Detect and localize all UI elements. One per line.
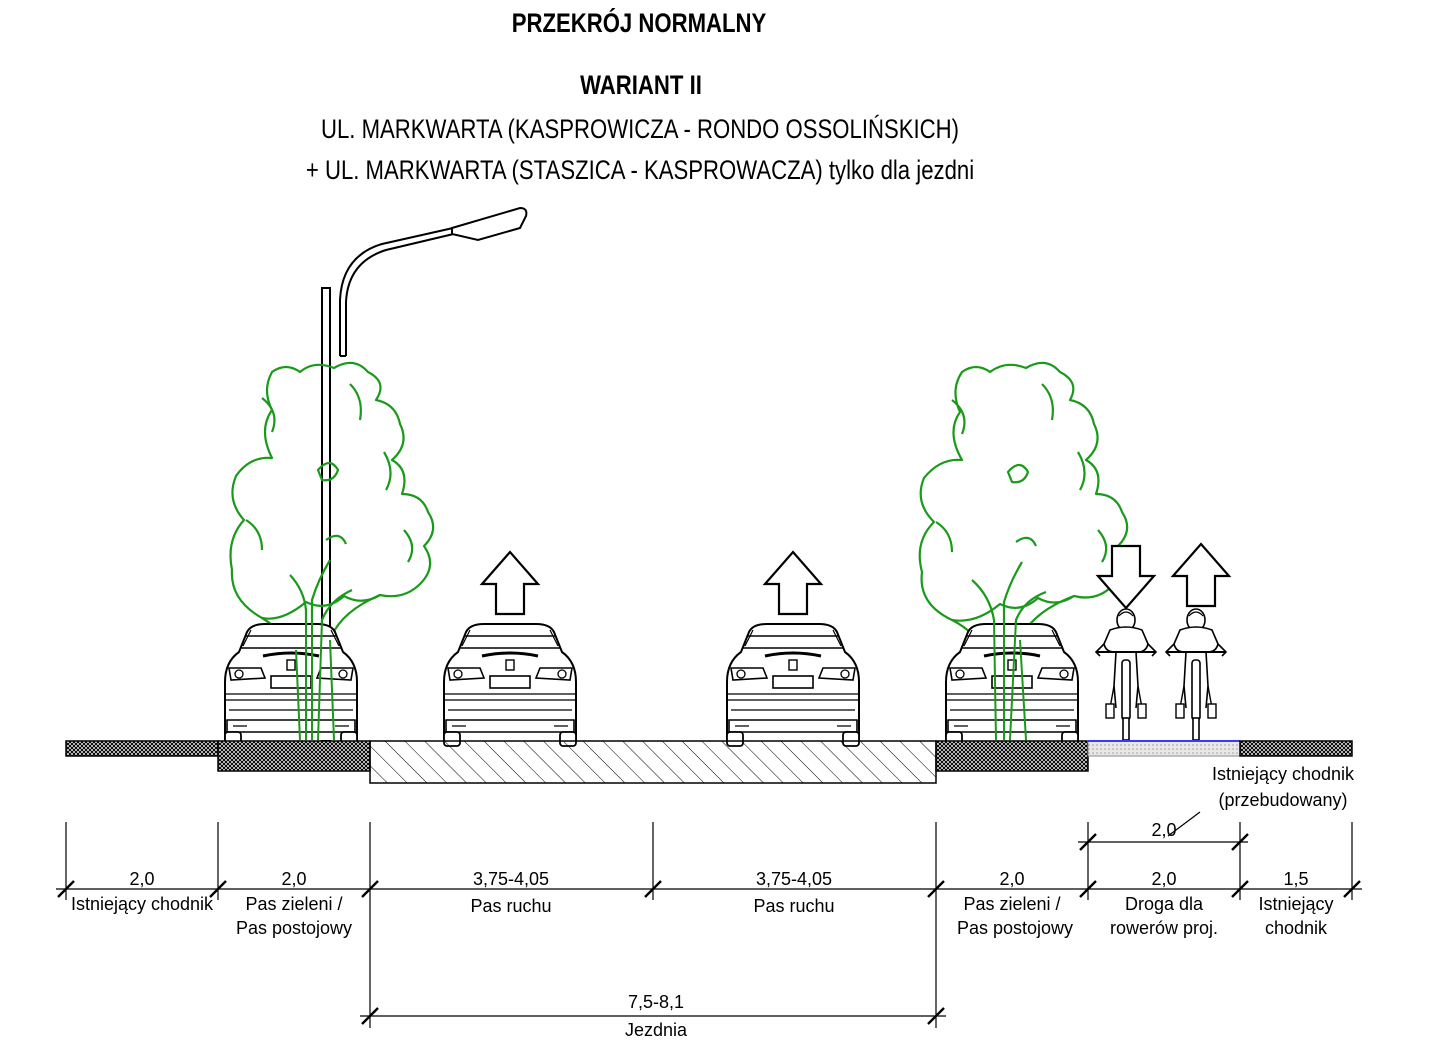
segment-7-label-1: Istniejący (1258, 894, 1333, 914)
tree-right (918, 361, 1129, 741)
upper-dimension-value: 2,0 (1151, 820, 1176, 840)
segment-7-value: 1,5 (1283, 869, 1308, 889)
tree-left (229, 361, 435, 741)
cyclist-left (1095, 608, 1157, 741)
ground-section (65, 740, 1353, 784)
cyclist-right (1165, 608, 1227, 741)
segment-3-label: Pas ruchu (470, 896, 551, 916)
street-line-1: UL. MARKWARTA (KASPROWICZA - RONDO OSSOL… (320, 114, 960, 144)
segment-3-value: 3,75-4,05 (473, 869, 549, 889)
arrow-up-lane-1 (480, 550, 540, 616)
car-lane-1 (442, 622, 578, 748)
note-line-2: (przebudowany) (1218, 790, 1347, 810)
arrow-up-bike (1171, 542, 1231, 608)
segment-2-value: 2,0 (281, 869, 306, 889)
arrow-up-lane-2 (763, 550, 823, 616)
car-parked-left (223, 622, 359, 748)
dimension-labels: 2,0 Istniejący chodnik 2,0 Pas zieleni /… (71, 764, 1355, 1040)
segment-2-label-1: Pas zieleni / (245, 894, 342, 914)
segment-7-label-2: chodnik (1265, 918, 1328, 938)
arrow-down-bike (1095, 544, 1157, 610)
variant-title: WARIANT II (580, 70, 702, 100)
note-line-1: Istniejący chodnik (1212, 764, 1355, 784)
segment-5-label-2: Pas postojowy (957, 918, 1073, 938)
carriageway-value: 7,5-8,1 (628, 992, 684, 1012)
segment-6-label-1: Droga dla (1125, 894, 1204, 914)
car-lane-2 (725, 622, 861, 748)
segment-1-label: Istniejący chodnik (71, 894, 214, 914)
segment-2-label-2: Pas postojowy (236, 918, 352, 938)
extension-lines (56, 811, 1362, 1028)
segment-4-value: 3,75-4,05 (756, 869, 832, 889)
street-line-2: + UL. MARKWARTA (STASZICA - KASPROWACZA)… (305, 155, 975, 185)
segment-1-value: 2,0 (129, 869, 154, 889)
carriageway-label: Jezdnia (625, 1020, 688, 1040)
segment-5-value: 2,0 (999, 869, 1024, 889)
segment-5-label-1: Pas zieleni / (963, 894, 1060, 914)
drawing-title: PRZEKRÓJ NORMALNY (511, 8, 767, 38)
segment-6-label-2: rowerów proj. (1110, 918, 1218, 938)
segment-6-value: 2,0 (1151, 869, 1176, 889)
segment-4-label: Pas ruchu (753, 896, 834, 916)
